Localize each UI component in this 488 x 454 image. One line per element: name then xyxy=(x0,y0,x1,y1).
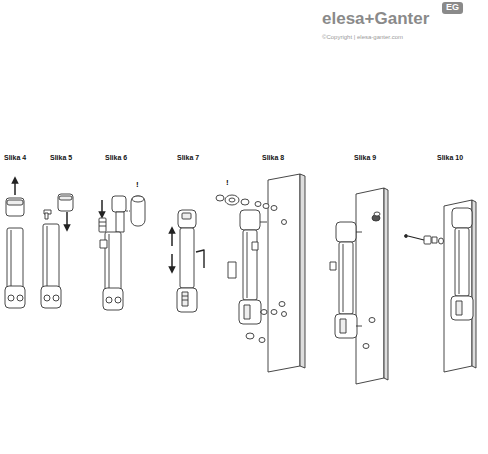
warning-mark: ! xyxy=(136,181,139,190)
figure-label: Slika 7 xyxy=(177,154,199,162)
step-7-figure xyxy=(172,210,204,312)
figure-label: Slika 5 xyxy=(50,154,72,162)
figure-label: Slika 8 xyxy=(262,154,284,162)
step-5-figure xyxy=(41,194,73,308)
logo-badge-text: EG xyxy=(446,3,459,13)
step-10-figure xyxy=(405,200,477,372)
logo-badge xyxy=(442,2,463,14)
step-9-figure xyxy=(330,188,388,384)
step-8-figure xyxy=(216,174,305,372)
warning-mark: ! xyxy=(226,179,229,188)
step-6-figure xyxy=(99,196,145,310)
logo-text: elesa+Ganter xyxy=(322,10,429,29)
step-4-figure xyxy=(5,180,25,308)
figure-label: Slika 9 xyxy=(354,154,376,162)
copyright-note: ©Copyright | elesa-ganter.com xyxy=(322,34,403,41)
figure-label: Slika 6 xyxy=(105,154,127,162)
figure-label: Slika 4 xyxy=(4,154,26,162)
figure-label: Slika 10 xyxy=(437,154,463,162)
